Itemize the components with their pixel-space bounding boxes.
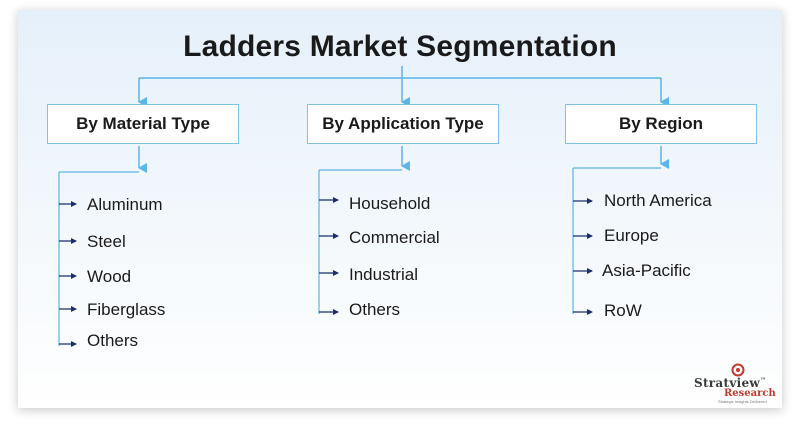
list-item-others-application: Others bbox=[349, 300, 401, 319]
logo-name: Stratview™ bbox=[694, 376, 767, 390]
logo-sub: Research bbox=[724, 388, 776, 399]
logo-mark-icon bbox=[731, 363, 745, 377]
stratview-logo: Stratview™ Research Strategic Insights D… bbox=[694, 362, 784, 406]
list-item-commercial: Commercial bbox=[349, 228, 440, 247]
category-box-material: By Material Type bbox=[47, 104, 239, 144]
list-item-row: RoW bbox=[604, 301, 642, 320]
list-item-industrial: Industrial bbox=[349, 265, 418, 284]
list-item-fiberglass: Fiberglass bbox=[87, 300, 166, 319]
diagram-title: Ladders Market Segmentation bbox=[183, 30, 617, 63]
list-item-north-america: North America bbox=[604, 191, 712, 210]
list-item-household: Household bbox=[349, 194, 431, 213]
list-item-steel: Steel bbox=[87, 232, 126, 251]
list-item-europe: Europe bbox=[604, 226, 659, 245]
category-label-region: By Region bbox=[618, 114, 704, 133]
category-label-application: By Application Type bbox=[322, 114, 484, 133]
list-item-aluminum: Aluminum bbox=[87, 195, 163, 214]
category-box-region: By Region bbox=[565, 104, 757, 144]
list-item-asia-pacific: Asia-Pacific bbox=[602, 261, 691, 280]
category-label-material: By Material Type bbox=[76, 114, 210, 133]
diagram-card bbox=[18, 10, 782, 408]
logo-tagline: Strategic Insights Delivered bbox=[718, 399, 767, 404]
list-item-wood: Wood bbox=[87, 267, 132, 286]
category-box-application: By Application Type bbox=[307, 104, 499, 144]
list-item-others-material: Others bbox=[87, 331, 139, 350]
